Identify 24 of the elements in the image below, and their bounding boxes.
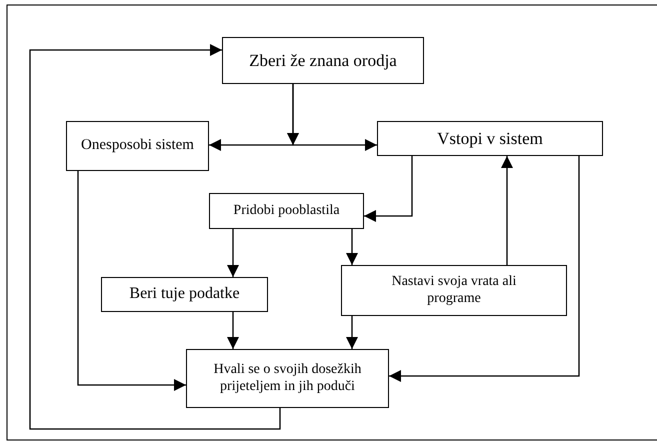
process-box (377, 121, 603, 156)
arrow (346, 229, 358, 265)
box-label: Beri tuje podatke (129, 285, 240, 304)
arrow (364, 156, 413, 222)
box-label: Hvali se o svojih dosežkih prijeteljem in jih poduči (212, 362, 362, 395)
arrow (389, 156, 580, 382)
box-label: Nastavi svoja vrata ali programe (390, 274, 518, 307)
process-box (186, 349, 389, 408)
box-label: Onesposobi sistem (81, 137, 194, 155)
arrow (29, 44, 281, 430)
process-box (209, 193, 364, 229)
box-label: Zberi že znana orodja (249, 50, 397, 70)
arrow (227, 312, 239, 349)
box-label: Vstopi v sistem (437, 128, 543, 148)
process-box (341, 265, 567, 316)
box-label: Pridobi pooblastila (233, 202, 340, 220)
process-box (66, 121, 209, 171)
arrow (501, 156, 513, 265)
process-box (101, 277, 268, 312)
arrow (77, 171, 186, 391)
arrow (346, 316, 358, 349)
process-box (222, 37, 424, 84)
arrow (227, 229, 239, 277)
arrow (287, 84, 377, 151)
